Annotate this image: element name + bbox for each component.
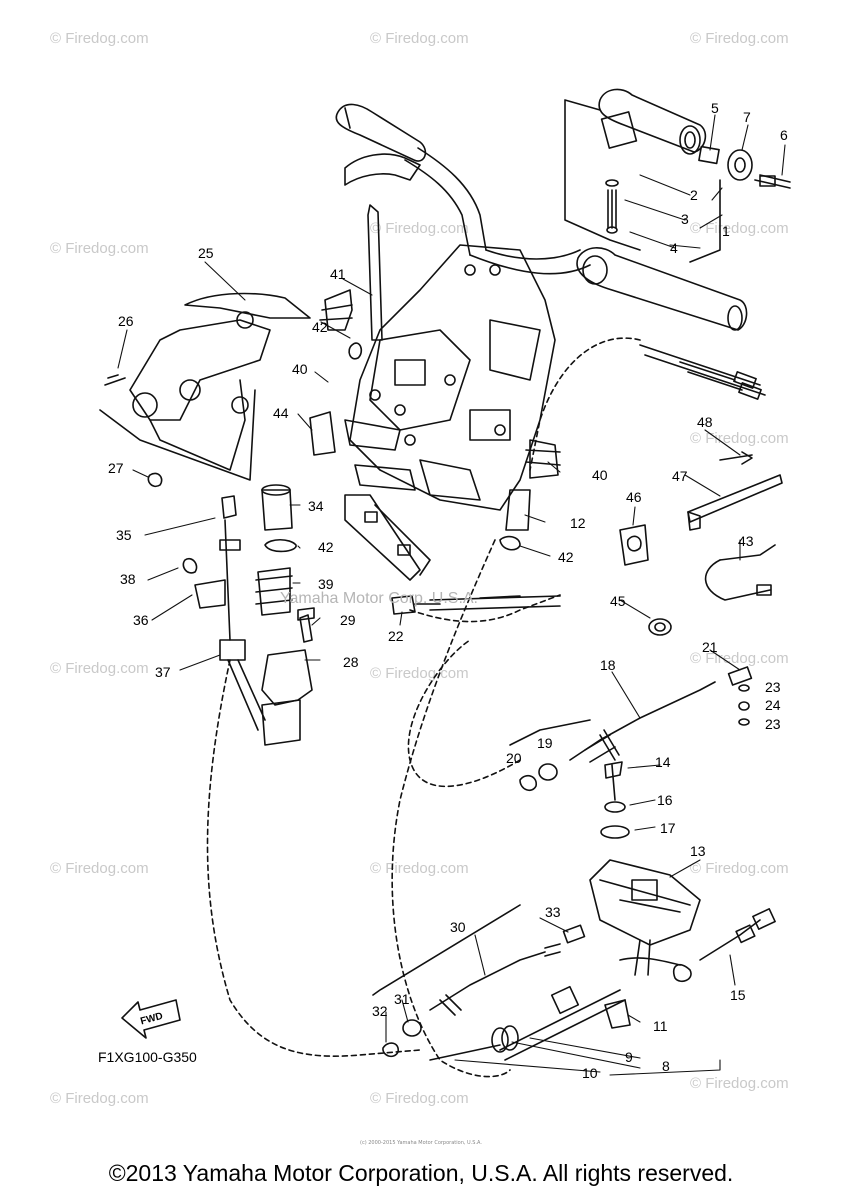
callout-33: 33 — [545, 904, 561, 920]
callout-44: 44 — [273, 405, 289, 421]
callout-labels: 1 2 3 4 5 6 7 8 9 10 11 12 13 14 15 16 1… — [108, 100, 788, 1081]
callout-21: 21 — [702, 639, 718, 655]
callout-23b: 23 — [765, 716, 781, 732]
callout-37: 37 — [155, 664, 171, 680]
callout-32: 32 — [372, 1003, 388, 1019]
callout-35: 35 — [116, 527, 132, 543]
callout-46: 46 — [626, 489, 642, 505]
diagram-code: F1XG100-G350 — [98, 1049, 197, 1065]
watermark: © Firedog.com — [690, 860, 789, 877]
callout-40b: 40 — [592, 467, 608, 483]
callout-42b: 42 — [318, 539, 334, 555]
callout-47: 47 — [672, 468, 688, 484]
callout-4: 4 — [670, 240, 678, 256]
watermark: © Firedog.com — [370, 860, 469, 877]
callout-38: 38 — [120, 571, 136, 587]
callout-28: 28 — [343, 654, 359, 670]
copyright-footer: ©2013 Yamaha Motor Corporation, U.S.A. A… — [108, 1160, 734, 1186]
watermark: © Firedog.com — [370, 665, 469, 682]
callout-31: 31 — [394, 991, 410, 1007]
callout-45: 45 — [610, 593, 626, 609]
faint-watermark: Yamaha Motor Corp. U.S.A. — [280, 590, 478, 607]
watermark: © Firedog.com — [370, 1090, 469, 1107]
callout-15: 15 — [730, 987, 746, 1003]
callout-10: 10 — [582, 1065, 598, 1081]
callout-39: 39 — [318, 576, 334, 592]
callout-5: 5 — [711, 100, 719, 116]
callout-16: 16 — [657, 792, 673, 808]
callout-23: 23 — [765, 679, 781, 695]
callout-12: 12 — [570, 515, 586, 531]
micro-copyright: (c) 2000-2015 Yamaha Motor Corporation, … — [360, 1140, 482, 1146]
callout-25: 25 — [198, 245, 214, 261]
watermark: © Firedog.com — [50, 660, 149, 677]
callout-43: 43 — [738, 533, 754, 549]
callout-40: 40 — [292, 361, 308, 377]
callout-30: 30 — [450, 919, 466, 935]
grip-detail — [564, 88, 791, 263]
callout-42c: 42 — [558, 549, 574, 565]
callout-2: 2 — [690, 187, 698, 203]
watermark: © Firedog.com — [370, 30, 469, 47]
left-lower-parts — [182, 484, 315, 746]
callout-48: 48 — [697, 414, 713, 430]
callout-41: 41 — [330, 266, 346, 282]
callout-42: 42 — [312, 319, 328, 335]
watermark: © Firedog.com — [690, 1075, 789, 1092]
cable-end-22 — [391, 595, 561, 615]
rod-assembly — [309, 204, 383, 456]
callout-36: 36 — [133, 612, 149, 628]
watermark: © Firedog.com — [370, 220, 469, 237]
callout-20: 20 — [506, 750, 522, 766]
control-cables — [206, 337, 641, 1078]
boot-assembly — [499, 439, 561, 551]
clips-and-ties — [619, 451, 783, 636]
callout-18: 18 — [600, 657, 616, 673]
callout-7: 7 — [743, 109, 751, 125]
callout-34: 34 — [308, 498, 324, 514]
callout-27: 27 — [108, 460, 124, 476]
steering-module — [589, 761, 701, 976]
callout-14: 14 — [655, 754, 671, 770]
cable-18 — [509, 666, 753, 792]
watermark: © Firedog.com — [50, 1090, 149, 1107]
fwd-arrow-icon — [121, 999, 181, 1039]
wire-harness — [429, 908, 776, 1061]
callout-6: 6 — [780, 127, 788, 143]
steering-column — [344, 244, 556, 581]
watermark: © Firedog.com — [50, 30, 149, 47]
watermark: © Firedog.com — [690, 30, 789, 47]
callout-1: 1 — [722, 223, 730, 239]
callout-17: 17 — [660, 820, 676, 836]
callout-11: 11 — [653, 1018, 668, 1034]
callout-8: 8 — [662, 1058, 670, 1074]
callout-13: 13 — [690, 843, 706, 859]
leader-lines — [117, 114, 786, 1076]
watermark: © Firedog.com — [50, 860, 149, 877]
watermark: © Firedog.com — [690, 220, 789, 237]
callout-22: 22 — [388, 628, 404, 644]
left-bracket — [99, 292, 311, 488]
cable-30 — [372, 904, 586, 1058]
watermark: © Firedog.com — [690, 430, 789, 447]
watermark: © Firedog.com — [50, 240, 149, 257]
handlebar — [335, 103, 766, 400]
callout-29: 29 — [340, 612, 356, 628]
callout-19: 19 — [537, 735, 553, 751]
callout-24: 24 — [765, 697, 781, 713]
callout-3: 3 — [681, 211, 689, 227]
callout-9: 9 — [625, 1049, 633, 1065]
callout-26: 26 — [118, 313, 134, 329]
watermark: © Firedog.com — [690, 650, 789, 667]
